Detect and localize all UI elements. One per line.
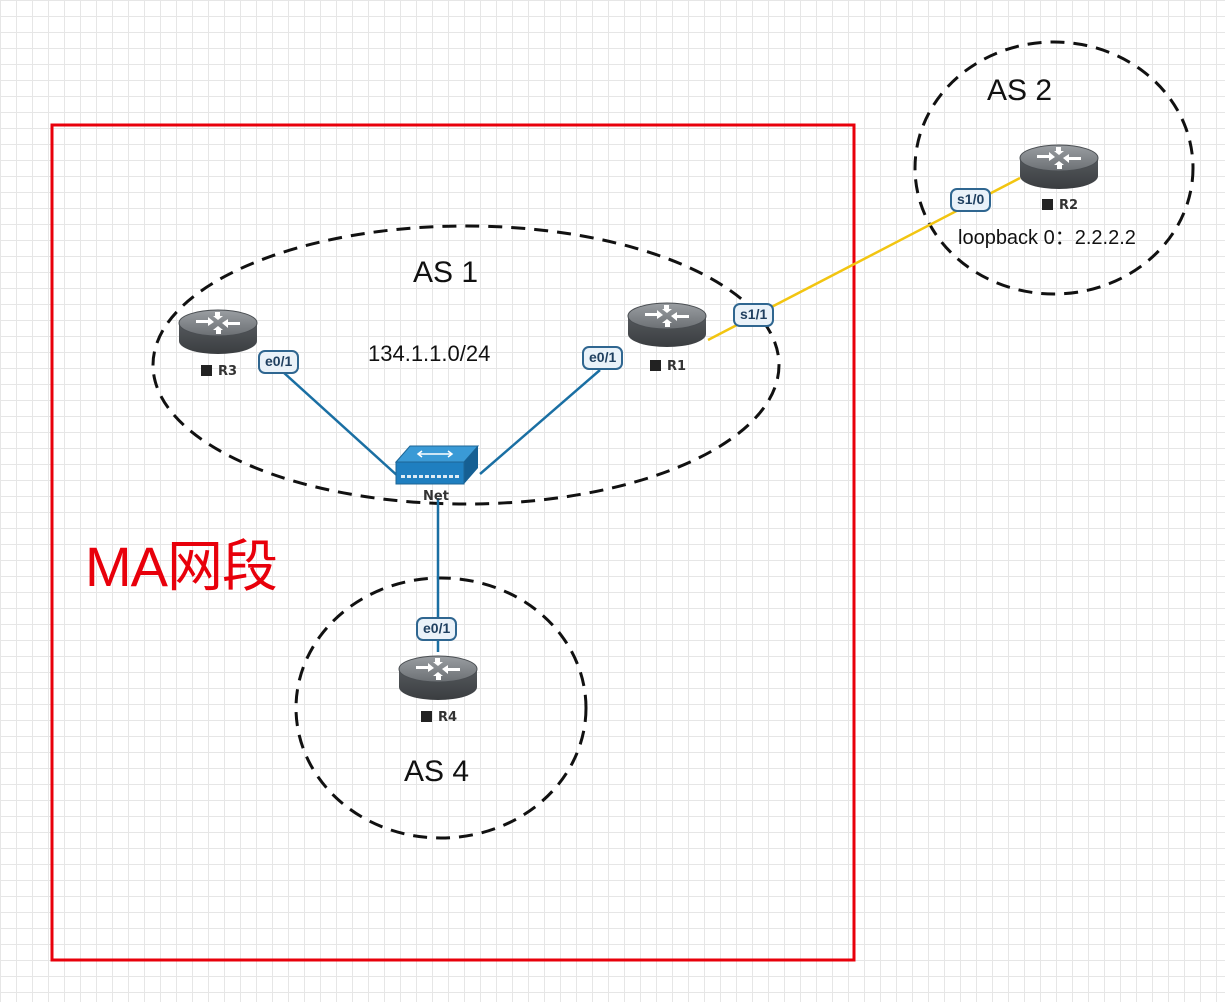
device-name-r2: R2 [1059, 198, 1079, 213]
as1-label: AS 1 [413, 256, 479, 289]
device-label-net: Net [423, 489, 449, 504]
link-r1-net[interactable] [479, 369, 601, 475]
router-r4-icon[interactable] [398, 655, 478, 701]
device-name-r4: R4 [438, 710, 458, 725]
device-label-r1: R1 [650, 359, 686, 374]
switch-net-icon[interactable] [394, 445, 480, 485]
status-square-icon [650, 360, 661, 371]
device-name-r1: R1 [667, 359, 687, 374]
as4-boundary [294, 576, 588, 840]
ma-segment-box [50, 123, 856, 962]
ma-segment-label: MA网段 [85, 535, 278, 598]
device-name-r3: R3 [218, 364, 238, 379]
iface-r3-e0-1[interactable]: e0/1 [258, 350, 300, 374]
router-r2-icon[interactable] [1019, 144, 1099, 190]
status-square-icon [1042, 199, 1053, 210]
device-label-r2: R2 [1042, 198, 1078, 213]
router-r3-icon[interactable] [178, 309, 258, 355]
as4-label: AS 4 [404, 755, 470, 788]
device-label-r3: R3 [201, 364, 237, 379]
router-r1-icon[interactable] [627, 302, 707, 348]
as2-boundary [913, 40, 1195, 296]
iface-r2-s1-0[interactable]: s1/0 [950, 188, 992, 212]
device-label-r4: R4 [421, 710, 457, 725]
as1-boundary [151, 224, 781, 506]
r2-loopback-label: loopback 0：2.2.2.2 [958, 227, 1136, 249]
status-square-icon [421, 711, 432, 722]
iface-r1-e0-1[interactable]: e0/1 [582, 346, 624, 370]
as1-subnet-label: 134.1.1.0/24 [368, 341, 491, 366]
as2-label: AS 2 [987, 74, 1053, 107]
iface-r1-s1-1[interactable]: s1/1 [733, 303, 775, 327]
iface-r4-e0-1[interactable]: e0/1 [416, 617, 458, 641]
status-square-icon [201, 365, 212, 376]
link-r3-net[interactable] [282, 371, 401, 479]
